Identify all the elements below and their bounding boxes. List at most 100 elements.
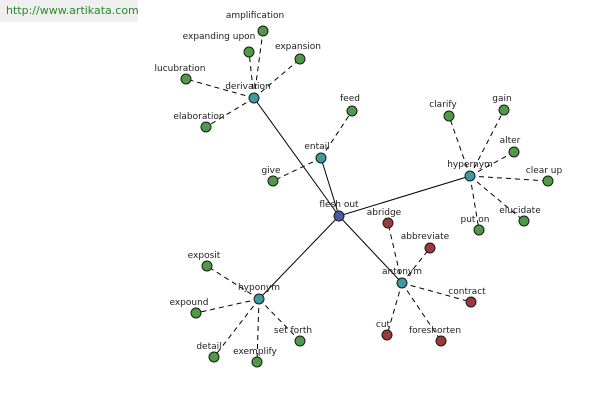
leaf-node-hypernym-2[interactable]: alter xyxy=(500,136,521,158)
leaf-node-derivation-2[interactable]: expansion xyxy=(275,42,321,65)
leaf-node-derivation-0-dot[interactable] xyxy=(257,25,269,37)
edge-antonym-2 xyxy=(401,282,472,303)
leaf-node-antonym-0-dot[interactable] xyxy=(382,217,394,229)
leaf-node-derivation-3-label[interactable]: lucubration xyxy=(154,64,205,74)
edge-hypernym-1 xyxy=(469,109,505,177)
leaf-node-hypernym-4-dot[interactable] xyxy=(518,215,530,227)
leaf-node-hyponym-3[interactable]: exemplify xyxy=(233,347,278,368)
leaf-node-antonym-0[interactable]: abridge xyxy=(367,208,402,229)
leaf-node-hyponym-2[interactable]: detail xyxy=(196,342,222,363)
hub-node-hypernym-dot[interactable] xyxy=(464,170,476,182)
center-node-label[interactable]: flesh out xyxy=(319,200,359,210)
leaf-node-hyponym-1[interactable]: expound xyxy=(169,298,209,319)
leaf-node-antonym-3-label[interactable]: foreshorten xyxy=(409,326,461,336)
leaf-node-hyponym-3-label[interactable]: exemplify xyxy=(233,347,277,357)
leaf-node-hypernym-5[interactable]: put on xyxy=(460,215,490,236)
hub-node-antonym-dot[interactable] xyxy=(396,277,408,289)
edge-entail-0 xyxy=(320,110,353,159)
hub-node-hyponym-label[interactable]: hyponym xyxy=(238,283,280,293)
edge-antonym-0 xyxy=(387,222,403,284)
leaf-node-hypernym-5-label[interactable]: put on xyxy=(460,215,489,225)
leaf-node-hyponym-0-label[interactable]: exposit xyxy=(188,251,221,261)
hub-node-antonym[interactable]: antonym xyxy=(382,267,422,289)
leaf-node-antonym-1-dot[interactable] xyxy=(424,242,436,254)
leaf-node-hypernym-4-label[interactable]: elucidate xyxy=(499,206,541,216)
hub-node-hyponym-dot[interactable] xyxy=(253,293,265,305)
edge-hyponym-2 xyxy=(213,298,260,358)
hub-node-derivation[interactable]: derivation xyxy=(225,82,271,104)
leaf-node-entail-1-label[interactable]: give xyxy=(261,166,281,176)
hub-node-entail-dot[interactable] xyxy=(315,152,327,164)
leaf-node-hypernym-1-label[interactable]: gain xyxy=(492,94,511,104)
hub-node-antonym-label[interactable]: antonym xyxy=(382,267,422,277)
leaf-node-derivation-0-label[interactable]: amplification xyxy=(226,11,284,21)
leaf-node-hypernym-0[interactable]: clarify xyxy=(429,100,457,122)
hub-node-entail-label[interactable]: entail xyxy=(304,142,329,152)
leaf-node-entail-1[interactable]: give xyxy=(261,166,281,187)
leaf-node-antonym-2[interactable]: contract xyxy=(448,287,486,308)
leaf-node-derivation-4[interactable]: elaboration xyxy=(173,112,225,133)
hub-node-entail[interactable]: entail xyxy=(304,142,330,164)
hub-node-derivation-dot[interactable] xyxy=(248,92,260,104)
leaf-node-antonym-1[interactable]: abbreviate xyxy=(401,232,450,254)
leaf-node-hyponym-4-label[interactable]: set forth xyxy=(274,326,312,336)
leaf-node-hypernym-0-dot[interactable] xyxy=(443,110,455,122)
edge-hypernym-0 xyxy=(448,115,471,177)
leaf-node-entail-1-dot[interactable] xyxy=(267,175,279,187)
hub-node-hypernym-label[interactable]: hypernym xyxy=(447,160,493,170)
leaf-node-hypernym-0-label[interactable]: clarify xyxy=(429,100,457,110)
leaf-node-antonym-2-label[interactable]: contract xyxy=(448,287,486,297)
leaf-node-derivation-4-dot[interactable] xyxy=(200,121,212,133)
leaf-node-antonym-4-label[interactable]: cut xyxy=(376,320,391,330)
leaf-node-hypernym-2-dot[interactable] xyxy=(508,146,520,158)
edge-hyponym-1 xyxy=(195,298,260,314)
hub-node-derivation-label[interactable]: derivation xyxy=(225,82,271,92)
leaf-node-derivation-3[interactable]: lucubration xyxy=(154,64,206,85)
leaf-node-antonym-1-label[interactable]: abbreviate xyxy=(401,232,450,242)
leaf-node-derivation-1-dot[interactable] xyxy=(243,46,255,58)
center-node-dot[interactable] xyxy=(333,210,345,222)
center-node[interactable]: flesh out xyxy=(319,200,359,222)
leaf-node-hypernym-1[interactable]: gain xyxy=(492,94,512,116)
leaf-node-derivation-4-label[interactable]: elaboration xyxy=(173,112,224,122)
leaf-node-derivation-1-label[interactable]: expanding upon xyxy=(183,32,256,42)
leaf-node-derivation-1[interactable]: expanding upon xyxy=(183,32,256,58)
leaf-node-antonym-3-dot[interactable] xyxy=(435,335,447,347)
leaf-node-hyponym-1-label[interactable]: expound xyxy=(169,298,208,308)
leaf-node-hyponym-4[interactable]: set forth xyxy=(274,326,312,347)
leaf-node-derivation-2-label[interactable]: expansion xyxy=(275,42,321,52)
hub-node-hypernym[interactable]: hypernym xyxy=(447,160,493,182)
leaf-node-hypernym-3[interactable]: clear up xyxy=(526,166,563,187)
leaf-node-antonym-3[interactable]: foreshorten xyxy=(409,326,461,347)
site-watermark[interactable]: http://www.artikata.com xyxy=(0,0,139,22)
leaf-node-hyponym-3-dot[interactable] xyxy=(251,356,263,368)
leaf-node-hypernym-3-label[interactable]: clear up xyxy=(526,166,563,176)
leaf-node-hyponym-0-dot[interactable] xyxy=(201,260,213,272)
edge-hypernym-4 xyxy=(469,175,525,222)
leaf-node-hypernym-5-dot[interactable] xyxy=(473,224,485,236)
leaf-node-derivation-3-dot[interactable] xyxy=(180,73,192,85)
leaf-node-hypernym-1-dot[interactable] xyxy=(498,104,510,116)
leaf-node-entail-0[interactable]: feed xyxy=(340,94,360,117)
leaf-node-antonym-4-dot[interactable] xyxy=(381,329,393,341)
leaf-node-entail-0-label[interactable]: feed xyxy=(340,94,360,104)
leaf-node-antonym-2-dot[interactable] xyxy=(465,296,477,308)
edge-antonym-3 xyxy=(401,282,442,342)
leaf-node-hyponym-4-dot[interactable] xyxy=(294,335,306,347)
leaf-node-antonym-4[interactable]: cut xyxy=(376,320,393,341)
leaf-node-hypernym-2-label[interactable]: alter xyxy=(500,136,521,146)
edge-center-hyponym xyxy=(258,215,340,300)
leaf-node-hyponym-2-label[interactable]: detail xyxy=(196,342,221,352)
leaf-node-hypernym-3-dot[interactable] xyxy=(542,175,554,187)
leaf-node-derivation-0[interactable]: amplification xyxy=(226,11,284,37)
leaf-node-antonym-0-label[interactable]: abridge xyxy=(367,208,402,218)
leaf-node-entail-0-dot[interactable] xyxy=(346,105,358,117)
leaf-node-derivation-2-dot[interactable] xyxy=(294,53,306,65)
hub-node-hyponym[interactable]: hyponym xyxy=(238,283,280,305)
leaf-node-hypernym-4[interactable]: elucidate xyxy=(499,206,541,227)
leaf-node-hyponym-2-dot[interactable] xyxy=(208,351,220,363)
leaf-node-hyponym-1-dot[interactable] xyxy=(190,307,202,319)
edge-hyponym-0 xyxy=(206,265,260,300)
leaf-node-hyponym-0[interactable]: exposit xyxy=(188,251,221,272)
